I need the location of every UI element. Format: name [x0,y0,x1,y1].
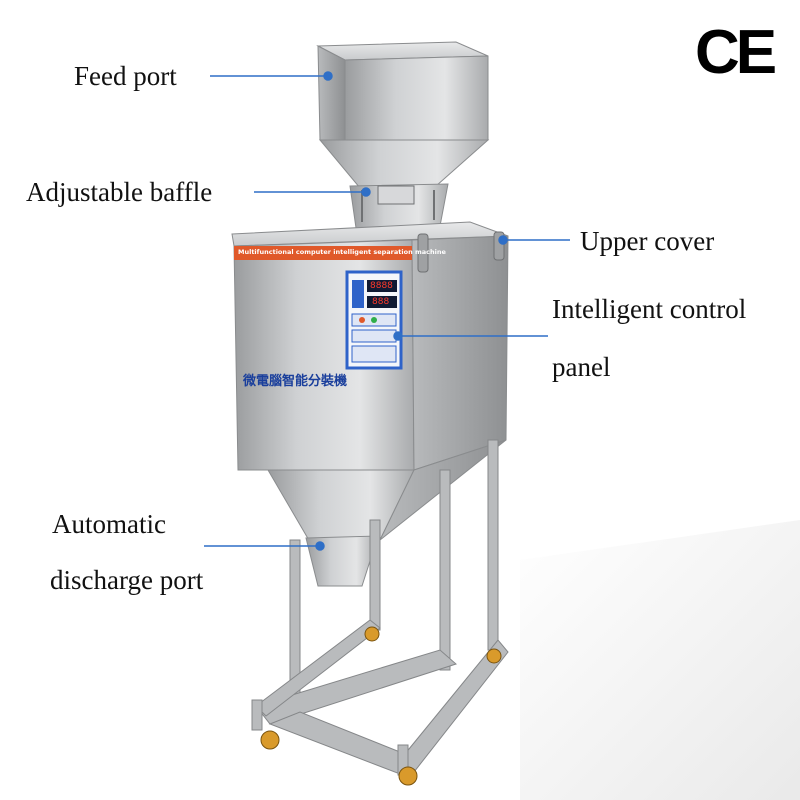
caster-wheel [364,626,380,642]
label-adjustable-baffle: Adjustable baffle [26,177,213,207]
display-bottom-digits: 888 [372,297,390,307]
ce-logo: CE [695,18,777,87]
chinese-label: 微電腦智能分裝機 [243,374,348,389]
discharge-funnel-front [267,469,415,543]
caster-wheel [260,730,280,750]
floor-shadow [520,520,800,800]
caster-wheel [398,766,418,786]
banner [234,246,412,260]
display-top [367,280,397,292]
display-bottom [367,296,397,308]
baffle-plate [377,185,415,205]
label-control-panel-line1: Intelligent control [552,294,747,324]
feed-hopper-front [317,45,346,147]
label-discharge-line2: discharge port [50,565,204,595]
feed-hopper-taper [318,139,490,189]
caster-wheel [486,648,502,664]
display-top-digits: 8888 [370,281,393,291]
label-control-panel-line2: panel [552,352,611,382]
label-upper-cover: Upper cover [580,226,715,256]
stand-frame [251,439,509,776]
label-discharge-line1: Automatic [52,509,166,539]
caster-wheels [260,626,502,786]
banner-text: Multifunctional computer intelligent sep… [238,248,446,256]
feed-hopper-side [344,55,489,147]
cover-latch [417,233,429,273]
label-feed-port: Feed port [74,61,177,91]
leader-lines [204,71,570,551]
